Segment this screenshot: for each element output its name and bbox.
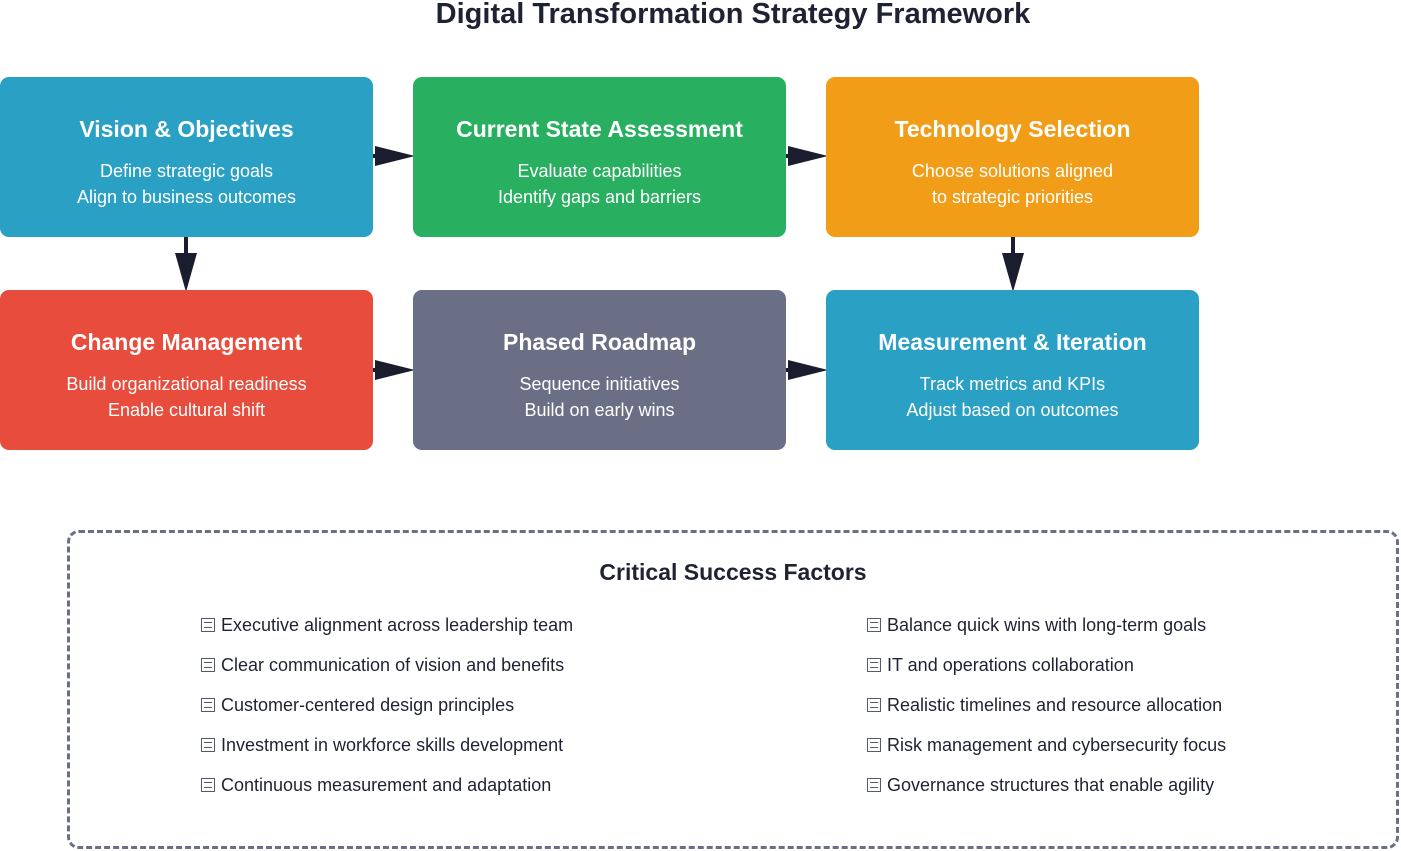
csf-title: Critical Success Factors bbox=[599, 559, 867, 585]
stage-title: Technology Selection bbox=[894, 116, 1131, 142]
list-item-text: Clear communication of vision and benefi… bbox=[221, 655, 565, 675]
stage-title: Phased Roadmap bbox=[503, 329, 696, 355]
stage-title: Change Management bbox=[70, 329, 303, 355]
list-item-text: Realistic timelines and resource allocat… bbox=[887, 695, 1223, 715]
stage-desc-line: Define strategic goals bbox=[99, 161, 274, 181]
list-item-text: Executive alignment across leadership te… bbox=[221, 615, 574, 635]
list-item: Balance quick wins with long-term goals bbox=[867, 613, 1226, 653]
arrow-vision-to-current bbox=[373, 146, 415, 166]
stage-desc-line: Align to business outcomes bbox=[76, 187, 297, 207]
stage-desc-line: to strategic priorities bbox=[931, 187, 1094, 207]
bullet-icon bbox=[201, 618, 215, 632]
bullet-icon bbox=[201, 778, 215, 792]
list-item-text: Governance structures that enable agilit… bbox=[887, 775, 1215, 795]
list-item: Governance structures that enable agilit… bbox=[867, 773, 1226, 813]
stage-title: Current State Assessment bbox=[456, 116, 743, 142]
csf-right-column: Balance quick wins with long-term goals … bbox=[867, 613, 1226, 813]
list-item-text: Risk management and cybersecurity focus bbox=[887, 735, 1227, 755]
list-item-text: Continuous measurement and adaptation bbox=[221, 775, 552, 795]
stage-desc-line: Adjust based on outcomes bbox=[906, 400, 1119, 420]
stage-desc-line: Build organizational readiness bbox=[66, 374, 307, 394]
list-item-text: Customer-centered design principles bbox=[221, 695, 515, 715]
arrow-change-to-roadmap bbox=[373, 360, 415, 380]
diagram-title: Digital Transformation Strategy Framewor… bbox=[435, 0, 1031, 30]
arrow-vision-to-change bbox=[175, 237, 197, 292]
list-item-text: Balance quick wins with long-term goals bbox=[887, 615, 1207, 635]
stage-desc-line: Build on early wins bbox=[524, 400, 675, 420]
stage-desc-line: Identify gaps and barriers bbox=[497, 187, 702, 207]
bullet-icon bbox=[867, 698, 881, 712]
stage-vision-objectives: Vision & Objectives Define strategic goa… bbox=[0, 77, 373, 237]
list-item: Investment in workforce skills developme… bbox=[201, 733, 573, 773]
list-item: Realistic timelines and resource allocat… bbox=[867, 693, 1226, 733]
list-item: Clear communication of vision and benefi… bbox=[201, 653, 573, 693]
critical-success-factors-panel: Critical Success Factors Executive align… bbox=[67, 530, 1399, 849]
arrow-current-to-tech bbox=[786, 146, 828, 166]
stage-phased-roadmap: Phased Roadmap Sequence initiatives Buil… bbox=[413, 290, 786, 450]
stage-current-state-assessment: Current State Assessment Evaluate capabi… bbox=[413, 77, 786, 237]
list-item-text: IT and operations collaboration bbox=[887, 655, 1134, 675]
stage-desc-line: Choose solutions aligned bbox=[911, 161, 1114, 181]
bullet-icon bbox=[201, 658, 215, 672]
list-item: Risk management and cybersecurity focus bbox=[867, 733, 1226, 773]
stage-title: Measurement & Iteration bbox=[878, 329, 1147, 355]
list-item: IT and operations collaboration bbox=[867, 653, 1226, 693]
stage-title: Vision & Objectives bbox=[79, 116, 294, 142]
list-item: Executive alignment across leadership te… bbox=[201, 613, 573, 653]
bullet-icon bbox=[867, 738, 881, 752]
csf-left-column: Executive alignment across leadership te… bbox=[201, 613, 573, 813]
stage-change-management: Change Management Build organizational r… bbox=[0, 290, 373, 450]
bullet-icon bbox=[867, 618, 881, 632]
stage-desc-line: Enable cultural shift bbox=[107, 400, 266, 420]
stage-technology-selection: Technology Selection Choose solutions al… bbox=[826, 77, 1199, 237]
stage-desc-line: Sequence initiatives bbox=[519, 374, 680, 394]
stage-measurement-iteration: Measurement & Iteration Track metrics an… bbox=[826, 290, 1199, 450]
stage-desc-line: Evaluate capabilities bbox=[517, 161, 682, 181]
list-item: Continuous measurement and adaptation bbox=[201, 773, 573, 813]
bullet-icon bbox=[201, 738, 215, 752]
arrow-tech-to-measure bbox=[1002, 237, 1024, 292]
bullet-icon bbox=[867, 658, 881, 672]
list-item: Customer-centered design principles bbox=[201, 693, 573, 733]
list-item-text: Investment in workforce skills developme… bbox=[221, 735, 564, 755]
bullet-icon bbox=[201, 698, 215, 712]
arrow-roadmap-to-measure bbox=[786, 360, 828, 380]
bullet-icon bbox=[867, 778, 881, 792]
stage-desc-line: Track metrics and KPIs bbox=[919, 374, 1106, 394]
